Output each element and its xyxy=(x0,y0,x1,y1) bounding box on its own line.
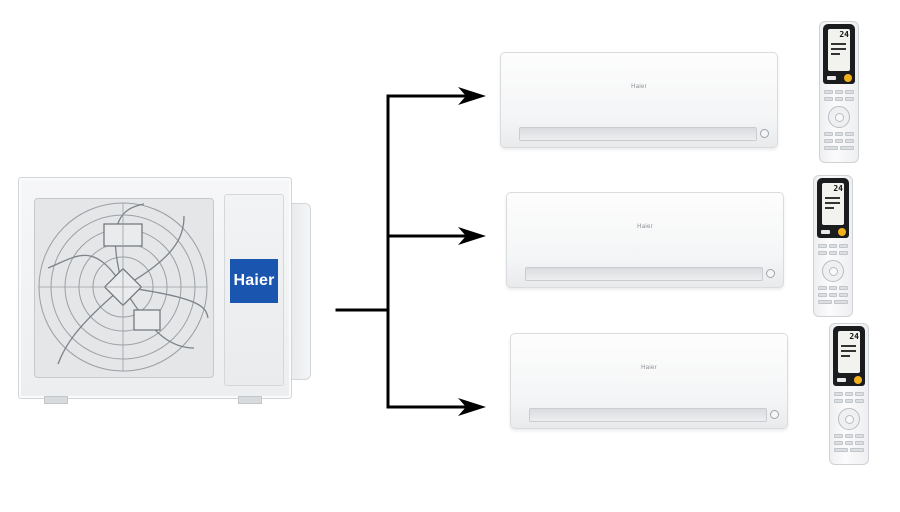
button-row xyxy=(834,434,865,438)
air-vent xyxy=(529,408,767,422)
status-led-icon xyxy=(760,129,769,138)
indoor-brand-label: Haier xyxy=(637,224,653,230)
signal-bars-icon xyxy=(841,345,856,360)
button-row xyxy=(834,399,865,403)
remote-lcd: 24 xyxy=(822,183,844,225)
mode-label-icon xyxy=(827,76,836,80)
indoor-unit: Haier xyxy=(500,52,778,148)
mode-label-icon xyxy=(837,378,846,382)
haier-logo: Haier xyxy=(230,259,278,303)
fan-icon xyxy=(38,202,209,372)
button-row xyxy=(824,132,855,136)
button-row xyxy=(824,90,855,94)
remote-screen: 24 xyxy=(817,178,849,238)
remote-control: 24 xyxy=(813,175,853,317)
air-vent xyxy=(519,127,757,141)
button-row xyxy=(834,392,865,396)
outdoor-unit-foot xyxy=(44,396,68,404)
outdoor-unit-foot xyxy=(238,396,262,404)
remote-screen: 24 xyxy=(823,24,855,84)
button-row xyxy=(834,448,864,452)
status-led-icon xyxy=(770,410,779,419)
button-row xyxy=(818,286,849,290)
remote-control: 24 xyxy=(819,21,859,163)
remote-screen: 24 xyxy=(833,326,865,386)
power-button-icon xyxy=(838,228,846,236)
button-row xyxy=(834,441,865,445)
signal-bars-icon xyxy=(831,43,846,58)
mode-label-icon xyxy=(821,230,830,234)
button-row xyxy=(824,146,854,150)
indoor-brand-label: Haier xyxy=(641,365,657,371)
power-button-icon xyxy=(844,74,852,82)
dpad-icon xyxy=(822,260,844,282)
button-row xyxy=(824,139,855,143)
remote-lcd: 24 xyxy=(838,331,860,373)
remote-temperature: 24 xyxy=(849,332,859,341)
indoor-unit: Haier xyxy=(506,192,784,288)
signal-bars-icon xyxy=(825,197,840,212)
remote-temperature: 24 xyxy=(833,184,843,193)
remote-temperature: 24 xyxy=(839,30,849,39)
button-row xyxy=(818,244,849,248)
indoor-brand-label: Haier xyxy=(631,84,647,90)
power-button-icon xyxy=(854,376,862,384)
dpad-icon xyxy=(828,106,850,128)
button-row xyxy=(818,251,849,255)
button-row xyxy=(818,293,849,297)
indoor-unit: Haier xyxy=(510,333,788,429)
remote-lcd: 24 xyxy=(828,29,850,71)
remote-control: 24 xyxy=(829,323,869,465)
button-row xyxy=(824,97,855,101)
dpad-icon xyxy=(838,408,860,430)
button-row xyxy=(818,300,848,304)
air-vent xyxy=(525,267,763,281)
outdoor-unit-side xyxy=(288,203,311,380)
status-led-icon xyxy=(766,269,775,278)
